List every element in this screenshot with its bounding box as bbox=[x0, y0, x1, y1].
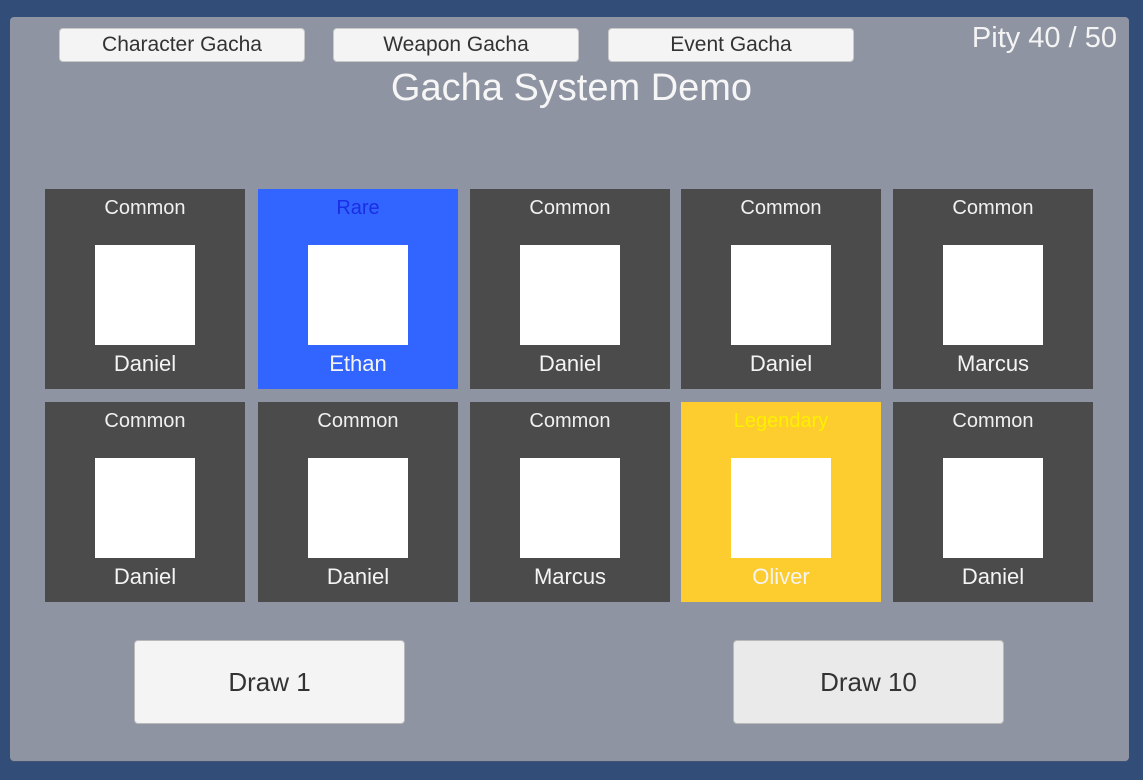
tab-weapon-gacha[interactable]: Weapon Gacha bbox=[333, 28, 579, 62]
rarity-label: Common bbox=[104, 410, 186, 432]
character-name: Daniel bbox=[538, 351, 602, 376]
rarity-label: Common bbox=[740, 197, 822, 219]
character-name: Daniel bbox=[749, 351, 813, 376]
main-panel bbox=[10, 17, 1129, 761]
character-image bbox=[95, 245, 195, 345]
tab-event-gacha[interactable]: Event Gacha bbox=[608, 28, 854, 62]
character-image bbox=[731, 458, 831, 558]
page-title: Gacha System Demo bbox=[390, 67, 753, 109]
character-image bbox=[731, 245, 831, 345]
character-image bbox=[520, 458, 620, 558]
character-image bbox=[308, 458, 408, 558]
draw-10-button[interactable]: Draw 10 bbox=[733, 640, 1004, 724]
rarity-label: Common bbox=[104, 197, 186, 219]
character-name: Ethan bbox=[329, 351, 387, 376]
result-card[interactable]: Rare Ethan bbox=[258, 189, 458, 389]
character-name: Daniel bbox=[113, 564, 177, 589]
character-name: Oliver bbox=[752, 564, 810, 589]
character-name: Marcus bbox=[956, 351, 1030, 376]
character-name: Daniel bbox=[961, 564, 1025, 589]
result-card[interactable]: Common Marcus bbox=[470, 402, 670, 602]
result-card[interactable]: Common Daniel bbox=[45, 189, 245, 389]
rarity-label: Common bbox=[529, 197, 611, 219]
pity-counter: Pity 40 / 50 bbox=[971, 22, 1117, 54]
draw-1-button[interactable]: Draw 1 bbox=[134, 640, 405, 724]
result-card[interactable]: Common Daniel bbox=[893, 402, 1093, 602]
rarity-label: Rare bbox=[336, 197, 380, 219]
result-card[interactable]: Common Daniel bbox=[258, 402, 458, 602]
character-image bbox=[95, 458, 195, 558]
character-image bbox=[308, 245, 408, 345]
character-image bbox=[943, 245, 1043, 345]
character-name: Daniel bbox=[326, 564, 390, 589]
rarity-label: Legendary bbox=[733, 410, 829, 432]
character-image bbox=[943, 458, 1043, 558]
result-card[interactable]: Common Daniel bbox=[45, 402, 245, 602]
rarity-label: Common bbox=[952, 197, 1034, 219]
tab-character-gacha[interactable]: Character Gacha bbox=[59, 28, 305, 62]
character-name: Marcus bbox=[533, 564, 607, 589]
character-image bbox=[520, 245, 620, 345]
rarity-label: Common bbox=[317, 410, 399, 432]
result-card[interactable]: Common Marcus bbox=[893, 189, 1093, 389]
rarity-label: Common bbox=[952, 410, 1034, 432]
character-name: Daniel bbox=[113, 351, 177, 376]
result-card[interactable]: Common Daniel bbox=[470, 189, 670, 389]
result-card[interactable]: Legendary Oliver bbox=[681, 402, 881, 602]
rarity-label: Common bbox=[529, 410, 611, 432]
result-card[interactable]: Common Daniel bbox=[681, 189, 881, 389]
